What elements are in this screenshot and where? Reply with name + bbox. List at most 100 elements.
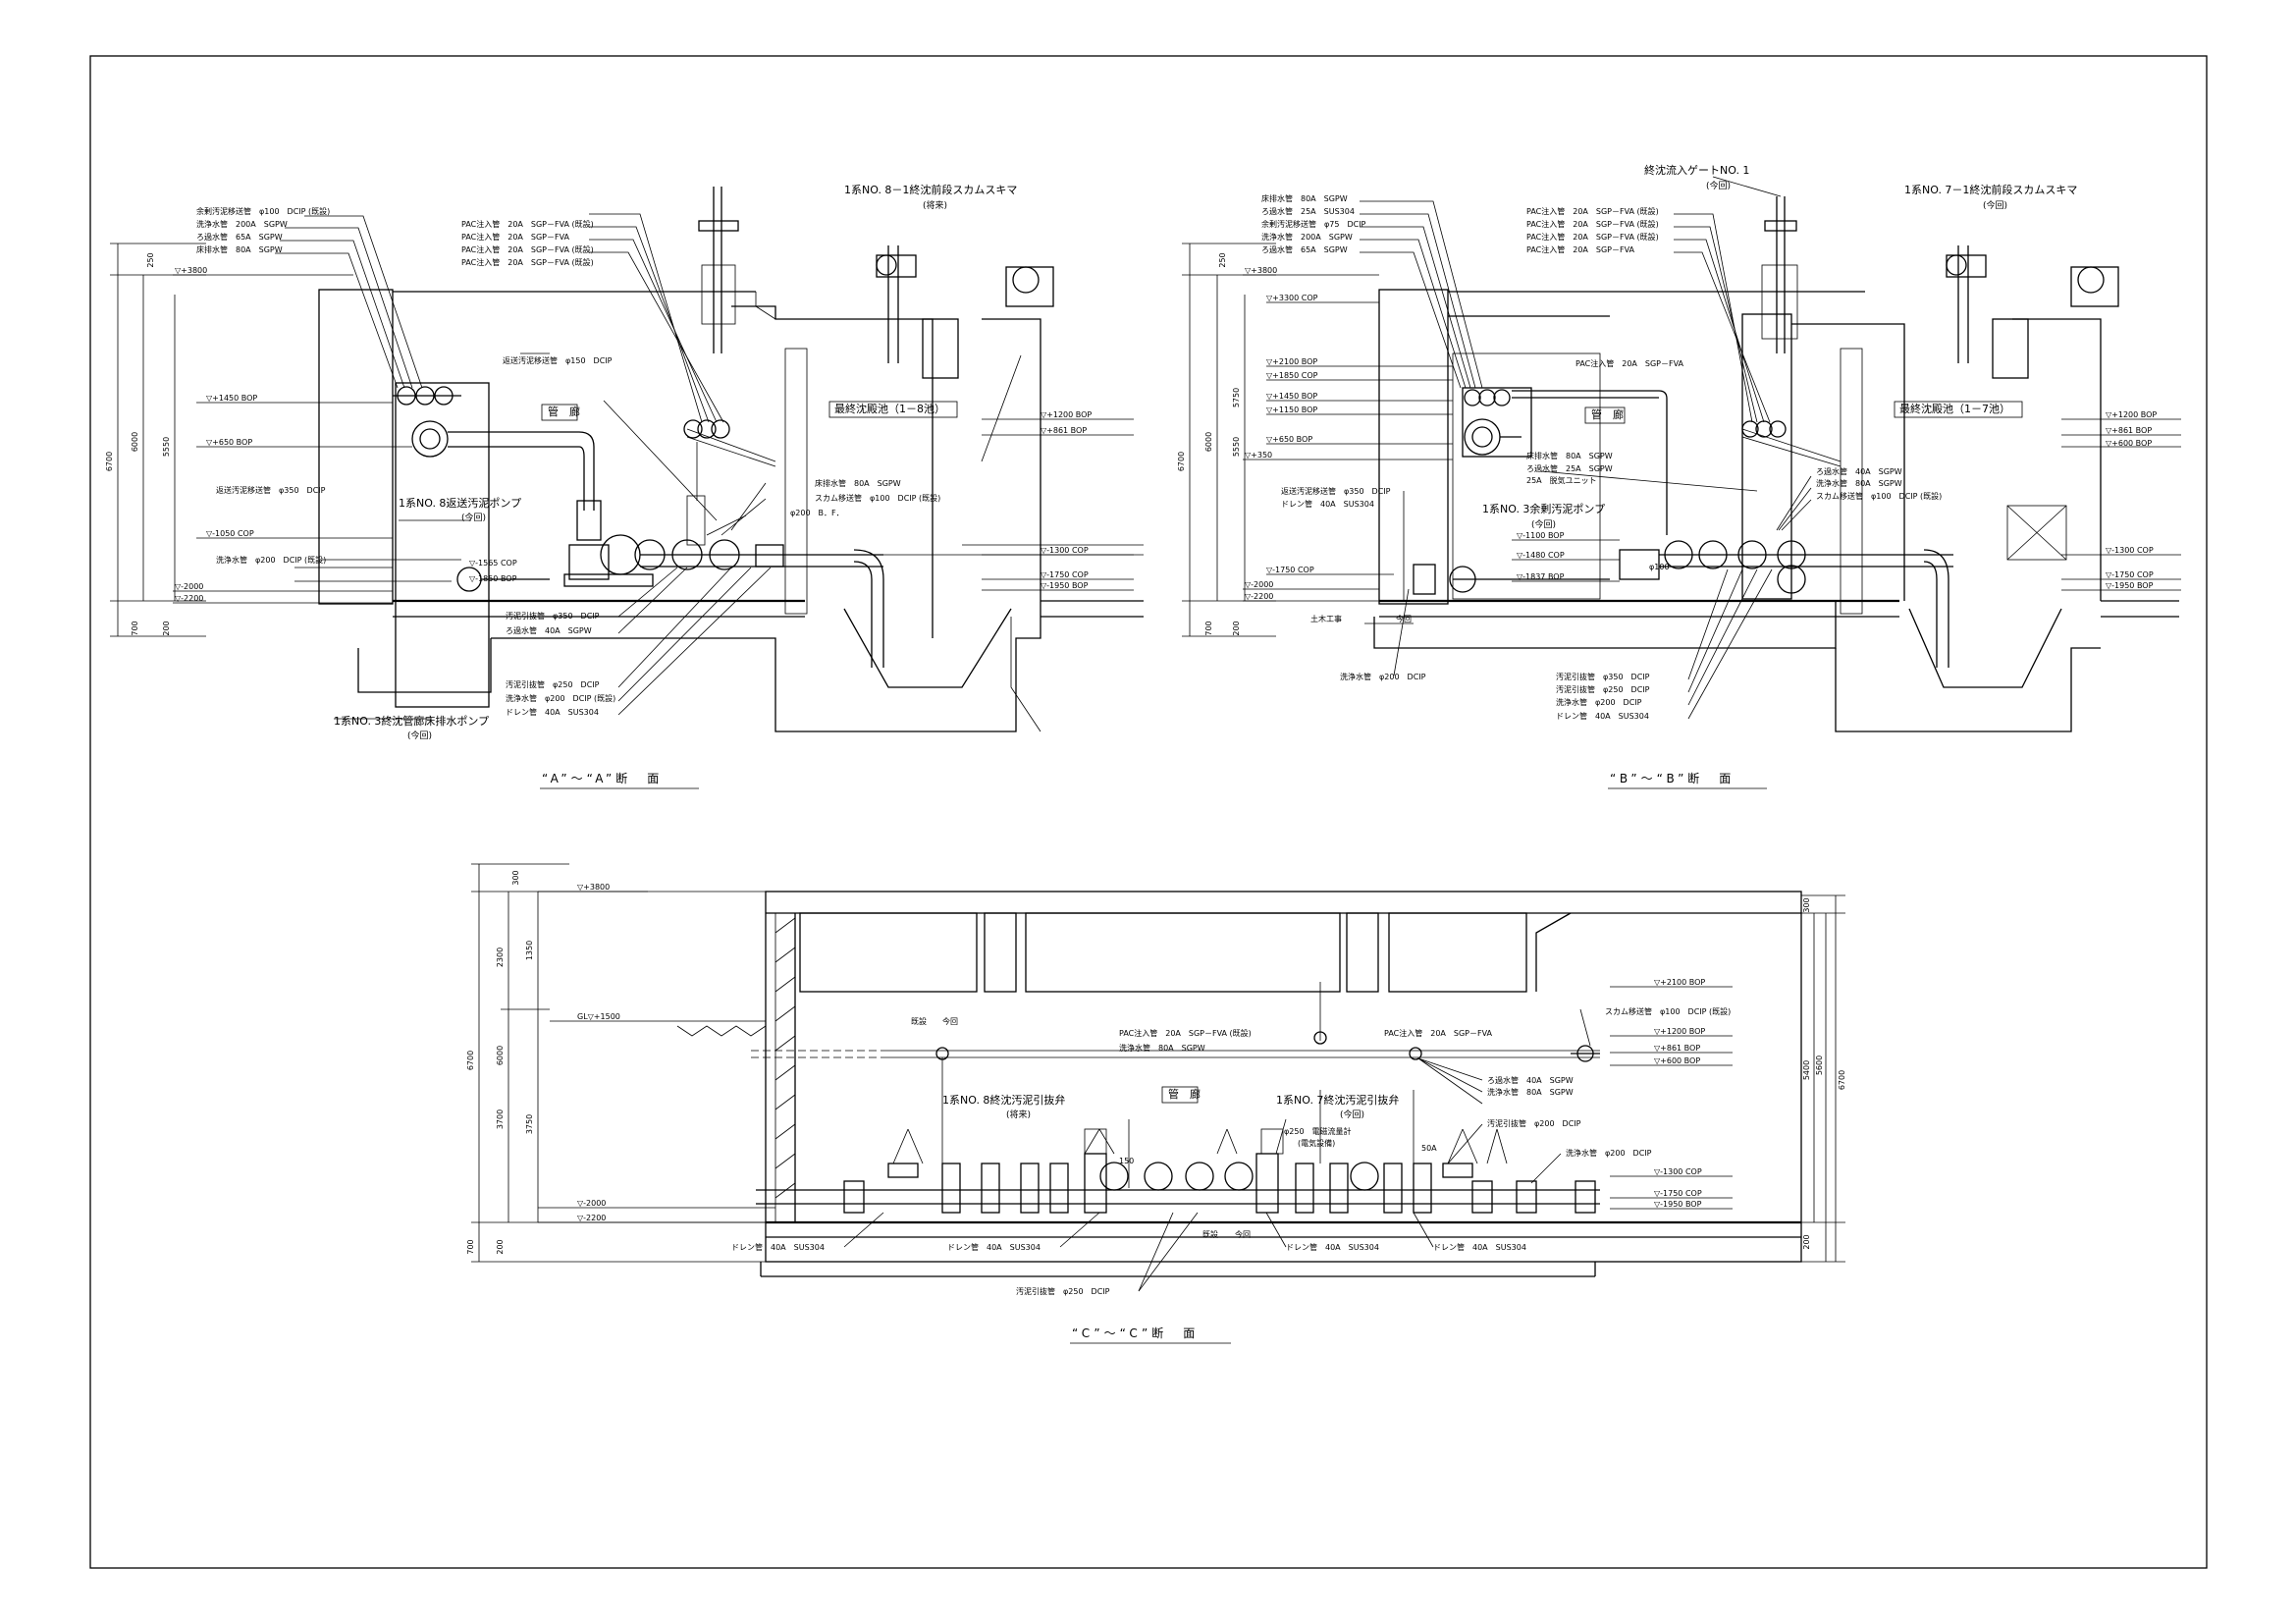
section-c-gallery-label: 管 廊 [1168,1087,1201,1101]
section-a-dim-6000: 6000 [131,432,139,452]
section-a-leaders [275,213,772,720]
section-a-level-right-4: ▽-1950 BOP [1041,581,1089,590]
section-a-return-pump-label: 1系NO. 8返送汚泥ポンプ [399,496,521,510]
section-c-drain-label-4: ドレン管 40A SUS304 [1433,1242,1526,1252]
section-c-drain-label-1: ドレン管 40A SUS304 [731,1242,825,1252]
section-c-dim-right-2: 6700 [1838,1070,1846,1090]
section-b-title: “B”～“B”断 面 [1610,771,1735,785]
section-b-gate-note: (今回) [1706,180,1731,191]
section-c-dim-right-0: 5400 [1802,1060,1811,1080]
section-b-structure [1373,289,2179,732]
section-a-pipe-left-0: 余剰汚泥移送管 φ100 DCIP (既設) [196,206,330,216]
section-b-wash-200-label: 洗浄水管 φ200 DCIP [1340,672,1426,681]
section-a-dim-200: 200 [162,621,171,635]
section-c-dim-150-label: 150 [1119,1157,1134,1165]
section-a-drain-sus-label: ドレン管 40A SUS304 [506,707,599,717]
section-c-level-right-0: ▽+2100 BOP [1654,978,1705,987]
section-b-pac-mid-label: PAC注入管 20A SGP－FVA [1575,358,1684,368]
section-c-dim-right-3: 200 [1802,1234,1811,1249]
section-c-pac-exist-label: PAC注入管 20A SGP－FVA (既設) [1119,1028,1252,1038]
section-a-dim-6700: 6700 [105,452,114,471]
section-c-pac-new-label: PAC注入管 20A SGP－FVA [1384,1028,1493,1038]
section-c-level-right-4: ▽-1300 COP [1654,1167,1702,1176]
section-c-valve8-note: (将来) [1006,1109,1031,1120]
section-b-level-right-0: ▽+1200 BOP [2106,410,2157,419]
section-c-drain-label-3: ドレン管 40A SUS304 [1286,1242,1379,1252]
section-a-level-leaders-left [173,274,452,604]
section-b-basin-label: 最終沈殿池（1－7池） [1899,402,2010,415]
section-b-pipe-left-1: ろ過水管 25A SUS304 [1261,206,1355,216]
section-a-return-150-label: 返送汚泥移送管 φ150 DCIP [503,355,613,365]
section-b-surplus-pump-label: 1系NO. 3余剰汚泥ポンプ [1482,502,1605,515]
section-a-wash-dcip-label: 洗浄水管 φ200 DCIP (既設) [506,693,615,703]
section-a-drain-pump-note: (今回) [407,730,432,741]
section-b-dimension-column [1182,243,1276,637]
section-b-pipe-pac-2: PAC注入管 20A SGP－FVA (既設) [1526,232,1659,242]
section-a-return-350-label: 返送汚泥移送管 φ350 DCIP [216,485,326,495]
section-c-valve7-label: 1系NO. 7終沈汚泥引抜弁 [1276,1093,1399,1107]
section-b-level-left-10: ▽-1750 COP [1266,566,1314,574]
section-a-sludge-350-label: 汚泥引抜管 φ350 DCIP [506,611,600,621]
section-a-title: “A”～“A”断 面 [542,771,663,785]
section-c-dimension-column-left [471,863,766,1263]
section-b-gate-label: 終沈流入ゲートNO. 1 [1644,163,1749,177]
section-b-level-leaders-right [2061,418,2181,591]
section-c-leaders [843,1008,1591,1292]
section-b-level-left-11: ▽-1837 BOP [1517,572,1565,581]
section-a-level-left-3: ▽-1050 COP [206,529,254,538]
section-a-level-left-0: ▽+3800 [175,266,207,275]
section-c-dim-left-4: 1350 [525,941,534,960]
section-b-level-left-8: ▽-1100 BOP [1517,531,1565,540]
section-b-level-left-12: ▽-2000 [1245,580,1273,589]
section-b-piping [1403,387,1953,668]
section-a-dim-5550: 5550 [162,437,171,457]
section-a-level-left-7: ▽-2200 [175,594,203,603]
section-c-level-right-5: ▽-1750 COP [1654,1189,1702,1198]
section-a-level-left-1: ▽+1450 BOP [206,394,257,403]
section-c-this-time-label-bottom: 今回 [1235,1229,1251,1239]
section-b-wash-dcip-label: 洗浄水管 φ200 DCIP [1556,697,1642,707]
section-b-level-left-3: ▽+1850 COP [1266,371,1318,380]
section-b-level-right-4: ▽-1750 COP [2106,570,2154,579]
section-a-pipe-pac-1: PAC注入管 20A SGP－FVA [461,232,570,242]
section-b-level-left-7: ▽+350 [1245,451,1272,460]
section-b-pipe-left-0: 床排水管 80A SGPW [1261,193,1348,203]
section-b-dim-250: 250 [1218,252,1227,267]
section-b-ro-40-label: ろ過水管 40A SGPW [1816,466,1902,476]
section-b-drain-sus-label: ドレン管 40A SUS304 [1281,499,1374,509]
section-c-ro-40-label: ろ過水管 40A SGPW [1487,1075,1574,1085]
section-b-pipe-left-3: 洗浄水管 200A SGPW [1261,232,1353,242]
section-a-level-left-2: ▽+650 BOP [206,438,252,447]
section-a-pipe-pac-0: PAC注入管 20A SGP－FVA (既設) [461,219,594,229]
section-c-this-time-label-top: 今回 [942,1016,958,1026]
section-a-dim-700: 700 [131,621,139,635]
section-c-dim-right-4: 300 [1802,897,1811,912]
section-a-pipe-pac-3: PAC注入管 20A SGP－FVA (既設) [461,257,594,267]
section-c-piping [751,982,1600,1214]
section-b-return-350-label: 返送汚泥移送管 φ350 DCIP [1281,486,1391,496]
sheet-border [89,55,2208,1569]
section-c-sludge-250-label: 汚泥引抜管 φ250 DCIP [1016,1286,1110,1296]
section-c-level-leaders [538,891,1733,1223]
section-b-civil-label: 土木工事 [1310,614,1342,623]
section-a-drain-pump-label: 1系NO. 3終沈管廊床排水ポンプ [334,714,489,728]
section-a-level-right-0: ▽+1200 BOP [1041,410,1092,419]
section-c-dim-left-5: 3700 [496,1109,505,1129]
section-b-pipe-left-2: 余剰汚泥移送管 φ75 DCIP [1261,219,1366,229]
section-c-wash-80-label: 洗浄水管 80A SGPW [1119,1043,1205,1053]
section-b-basin-box [1894,401,2023,418]
section-a-return-pump-note: (今回) [461,512,486,523]
section-c-scum-label: スカム移送管 φ100 DCIP (既設) [1605,1006,1731,1016]
section-c-existing-label-bottom: 既設 [1202,1229,1218,1239]
section-c-sludge-200-label: 汚泥引抜管 φ200 DCIP [1487,1118,1581,1128]
section-a-structure [318,289,1144,732]
section-b-level-leaders-left [1243,274,1620,602]
section-b-dim-700: 700 [1204,621,1213,635]
section-b-floor-drain-label: 床排水管 80A SGPW [1526,451,1613,460]
section-a-dimension-column [110,243,206,637]
section-c-structure [676,891,1802,1277]
section-a-scum-label: スカム移送管 φ100 DCIP (既設) [815,493,940,503]
section-b-dim-6000: 6000 [1204,432,1213,452]
section-c-valve7-note: (今回) [1340,1109,1364,1120]
section-a-level-left-6: ▽-2000 [175,582,203,591]
